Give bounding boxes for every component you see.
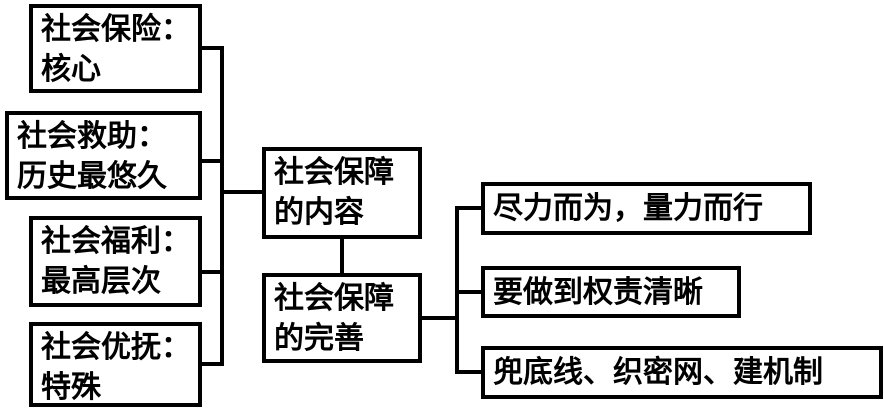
- connector-right-3: [455, 370, 482, 374]
- node-desc: 特殊: [41, 370, 101, 405]
- node-special-care: 社会优抚： 特殊: [29, 322, 202, 407]
- node-desc: 历史最悠久: [17, 159, 167, 194]
- node-social-security-improvement: 社会保障 的完善: [262, 273, 422, 363]
- node-title: 社会保险：: [41, 12, 191, 47]
- connector-left-spine: [220, 46, 224, 366]
- connector-left-4: [201, 362, 223, 366]
- node-title: 社会优抚：: [41, 330, 191, 365]
- node-title: 社会救助：: [17, 119, 167, 154]
- connector-right-2: [455, 290, 482, 294]
- node-desc: 核心: [41, 52, 101, 87]
- node-do-best-within-means: 尽力而为，量力而行: [481, 182, 812, 235]
- node-clear-responsibilities: 要做到权责清晰: [481, 266, 741, 318]
- node-social-welfare: 社会福利： 最高层次: [29, 216, 202, 307]
- node-social-insurance: 社会保险： 核心: [29, 4, 202, 93]
- node-text: 兜底线、织密网、建机制: [493, 355, 823, 390]
- connector-left-to-center: [220, 190, 263, 194]
- connector-left-1: [201, 46, 223, 50]
- node-title: 社会保障: [274, 281, 394, 316]
- connector-center-to-right: [421, 316, 459, 320]
- node-text: 要做到权责清晰: [493, 275, 703, 310]
- connector-right-1: [455, 206, 482, 210]
- node-desc: 最高层次: [41, 264, 161, 299]
- node-title-cont: 的内容: [274, 195, 364, 230]
- node-title: 社会保障: [274, 155, 394, 190]
- node-social-assistance: 社会救助： 历史最悠久: [5, 111, 202, 200]
- connector-left-2: [201, 159, 223, 163]
- node-title-cont: 的完善: [274, 321, 364, 356]
- node-social-security-content: 社会保障 的内容: [262, 147, 422, 239]
- connector-left-3: [201, 270, 223, 274]
- node-safety-net-mechanism: 兜底线、织密网、建机制: [481, 346, 883, 399]
- node-title: 社会福利：: [41, 224, 191, 259]
- connector-center-vertical: [340, 238, 344, 274]
- node-text: 尽力而为，量力而行: [493, 191, 763, 226]
